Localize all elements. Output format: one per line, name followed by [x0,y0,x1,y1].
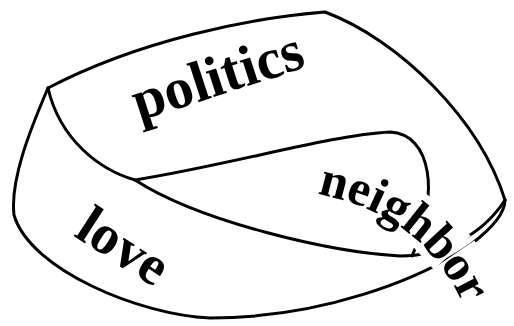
strip-edge [13,88,505,318]
